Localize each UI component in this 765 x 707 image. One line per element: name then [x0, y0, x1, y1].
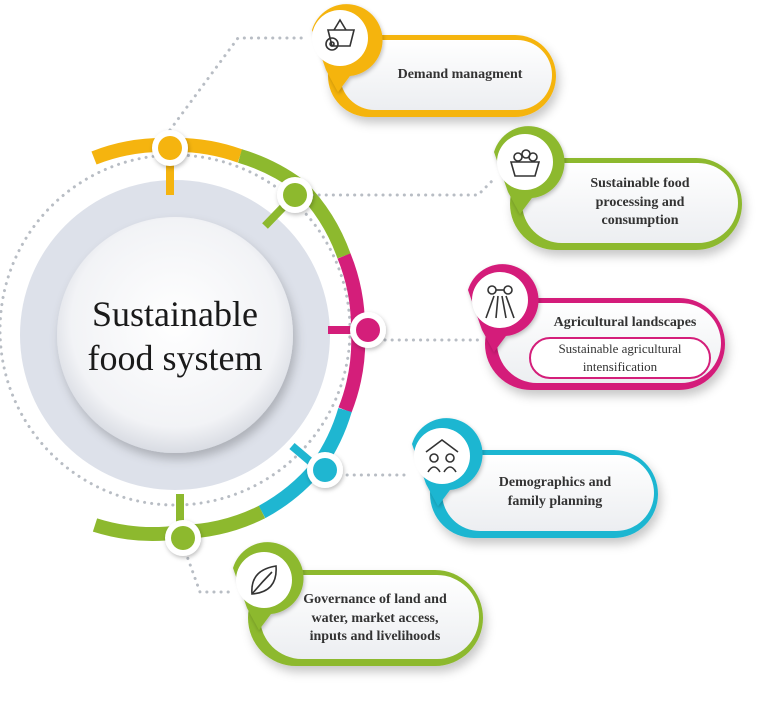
label-processing: Sustainable food processing and consumpt…	[590, 175, 690, 229]
family-house-icon	[425, 439, 459, 473]
center-title-line2: food system	[87, 338, 263, 378]
card-demographics	[412, 418, 658, 538]
ring-nodes	[152, 130, 386, 556]
center-title: Sustainable food system	[60, 292, 290, 380]
center-circle	[57, 217, 293, 453]
leaf-icon	[251, 565, 277, 595]
card-demand-management	[312, 4, 556, 117]
card-governance	[233, 542, 483, 666]
connectors	[168, 36, 497, 594]
center-title-line1: Sustainable	[92, 294, 258, 334]
label-demographics: Demographics and family planning	[498, 475, 612, 509]
sublabel-intensification: Sustainable agricultural intensification	[558, 341, 682, 374]
label-demand: Demand managment	[397, 66, 523, 82]
label-landscapes: Agricultural landscapes	[553, 314, 697, 330]
label-governance: Governance of land and water, market acc…	[303, 591, 447, 645]
food-basket-icon	[509, 149, 541, 177]
card-agricultural-landscapes	[468, 264, 725, 390]
basket-gear-icon	[325, 18, 356, 51]
farm-field-icon	[485, 285, 515, 319]
card-food-processing	[494, 126, 742, 250]
